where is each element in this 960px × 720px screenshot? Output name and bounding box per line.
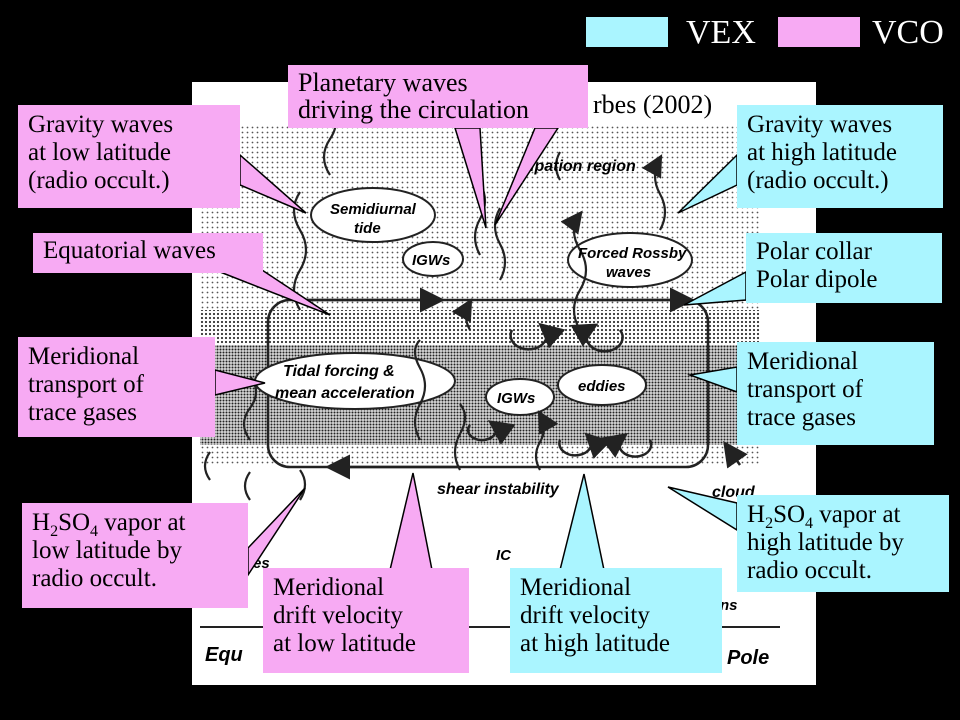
callout-polar: Polar collar Polar dipole [746,233,942,303]
semidiurnal-label-1: Semidiurnal [330,201,417,218]
polar-line-2: Polar dipole [756,266,878,293]
equator-label: Equ [205,644,243,666]
middle-stipple-band [200,310,760,345]
callout-meridional-transport-high: Meridional transport of trace gases [737,342,934,445]
gw-high-line-2: at high latitude [747,139,897,166]
pointer-gw-high [677,153,738,214]
igws-top-ellipse [402,241,464,277]
shear-instability-label: shear instability [437,481,560,498]
gw-low-line-3: (radio occult.) [28,167,170,194]
callout-equatorial-waves: Equatorial waves [33,233,263,273]
gw-high-line-1: Gravity waves [747,111,893,138]
tidal-forcing-label-2: mean acceleration [275,385,415,402]
gw-high-line-3: (radio occult.) [747,167,889,194]
h2so4-low-line-1: H2SO4 vapor at [32,509,238,540]
drift-high-line-1: Meridional [520,574,632,601]
fragment-ic: IC [496,547,512,564]
pointer-mer-left [214,369,266,396]
citation-fragment: rbes (2002) [593,90,712,119]
callout-drift-high: Meridional drift velocity at high latitu… [510,568,722,673]
pointer-planetary-left [453,127,487,229]
callout-gravity-waves-high: Gravity waves at high latitude (radio oc… [737,105,943,208]
callout-h2so4-high: H2SO4 vapor at high latitude by radio oc… [737,495,949,592]
pointer-equatorial [214,269,331,316]
igws-top-label: IGWs [412,252,450,269]
igws-mid-ellipse [485,378,555,416]
drift-low-line-2: drift velocity [273,602,403,629]
drift-high-line-2: drift velocity [520,602,650,629]
drift-high-line-3: at high latitude [520,630,670,657]
polar-line-1: Polar collar [756,238,872,265]
h2so4-high-line-2: high latitude by [747,529,904,556]
semidiurnal-label-2: tide [354,220,381,237]
h2so4-low-formula: H2SO4 [32,509,99,540]
pointer-h2so4-low [247,487,306,578]
eddies-ellipse [557,364,647,406]
h2so4-high-line-1-text: vapor at [813,501,901,528]
mer-left-line-1: Meridional [28,343,140,370]
pole-label: Pole [727,647,769,669]
pointer-mer-right [687,366,738,394]
mer-right-line-1: Meridional [747,348,859,375]
h2so4-high-line-1: H2SO4 vapor at [747,501,939,532]
callout-gravity-waves-low: Gravity waves at low latitude (radio occ… [18,105,240,208]
legend-label-vex: VEX [686,14,756,51]
pointer-h2so4-high [667,486,738,532]
fragment-ns: ns [720,597,738,614]
mer-right-line-2: transport of [747,376,863,403]
mer-left-line-3: trace gases [28,399,137,426]
h2so4-low-line-1-text: vapor at [98,509,186,536]
igws-mid-label: IGWs [497,390,535,407]
eddies-label: eddies [578,378,626,395]
dissipation-region-label: ipation region [530,158,636,175]
semidiurnal-tide-ellipse [310,187,436,243]
drift-low-line-3: at low latitude [273,630,417,657]
pointer-drift-low [389,472,433,571]
h2so4-low-line-2: low latitude by [32,537,182,564]
tidal-forcing-label-1: Tidal forcing & [283,363,395,380]
forced-rossby-ellipse [567,232,693,288]
mer-left-line-2: transport of [28,371,144,398]
mer-right-line-3: trace gases [747,404,856,431]
gw-low-line-1: Gravity waves [28,111,174,138]
callout-meridional-transport-low: Meridional transport of trace gases [18,337,215,437]
callout-planetary-waves: Planetary waves driving the circulation [288,65,588,128]
callout-h2so4-low: H2SO4 vapor at low latitude by radio occ… [22,503,248,608]
drift-low-line-1: Meridional [273,574,385,601]
pointer-drift-high [559,473,605,571]
planetary-waves-line-1: Planetary waves [298,68,468,97]
forced-rossby-label-1: Forced Rossby [578,245,687,262]
pointer-gw-low [239,153,307,214]
legend-swatch-vco [778,17,860,47]
legend-swatch-vex [586,17,668,47]
h2so4-high-formula: H2SO4 [747,501,814,532]
h2so4-high-line-3: radio occult. [747,557,872,584]
gw-low-line-2: at low latitude [28,139,172,166]
equatorial-line-1: Equatorial waves [43,237,216,264]
pointer-planetary-right [494,127,560,226]
callout-drift-low: Meridional drift velocity at low latitud… [263,568,469,673]
planetary-waves-line-2: driving the circulation [298,95,530,124]
h2so4-low-line-3: radio occult. [32,565,157,592]
forced-rossby-label-2: waves [606,264,651,281]
pointer-polar [683,270,747,306]
legend-label-vco: VCO [872,14,944,51]
